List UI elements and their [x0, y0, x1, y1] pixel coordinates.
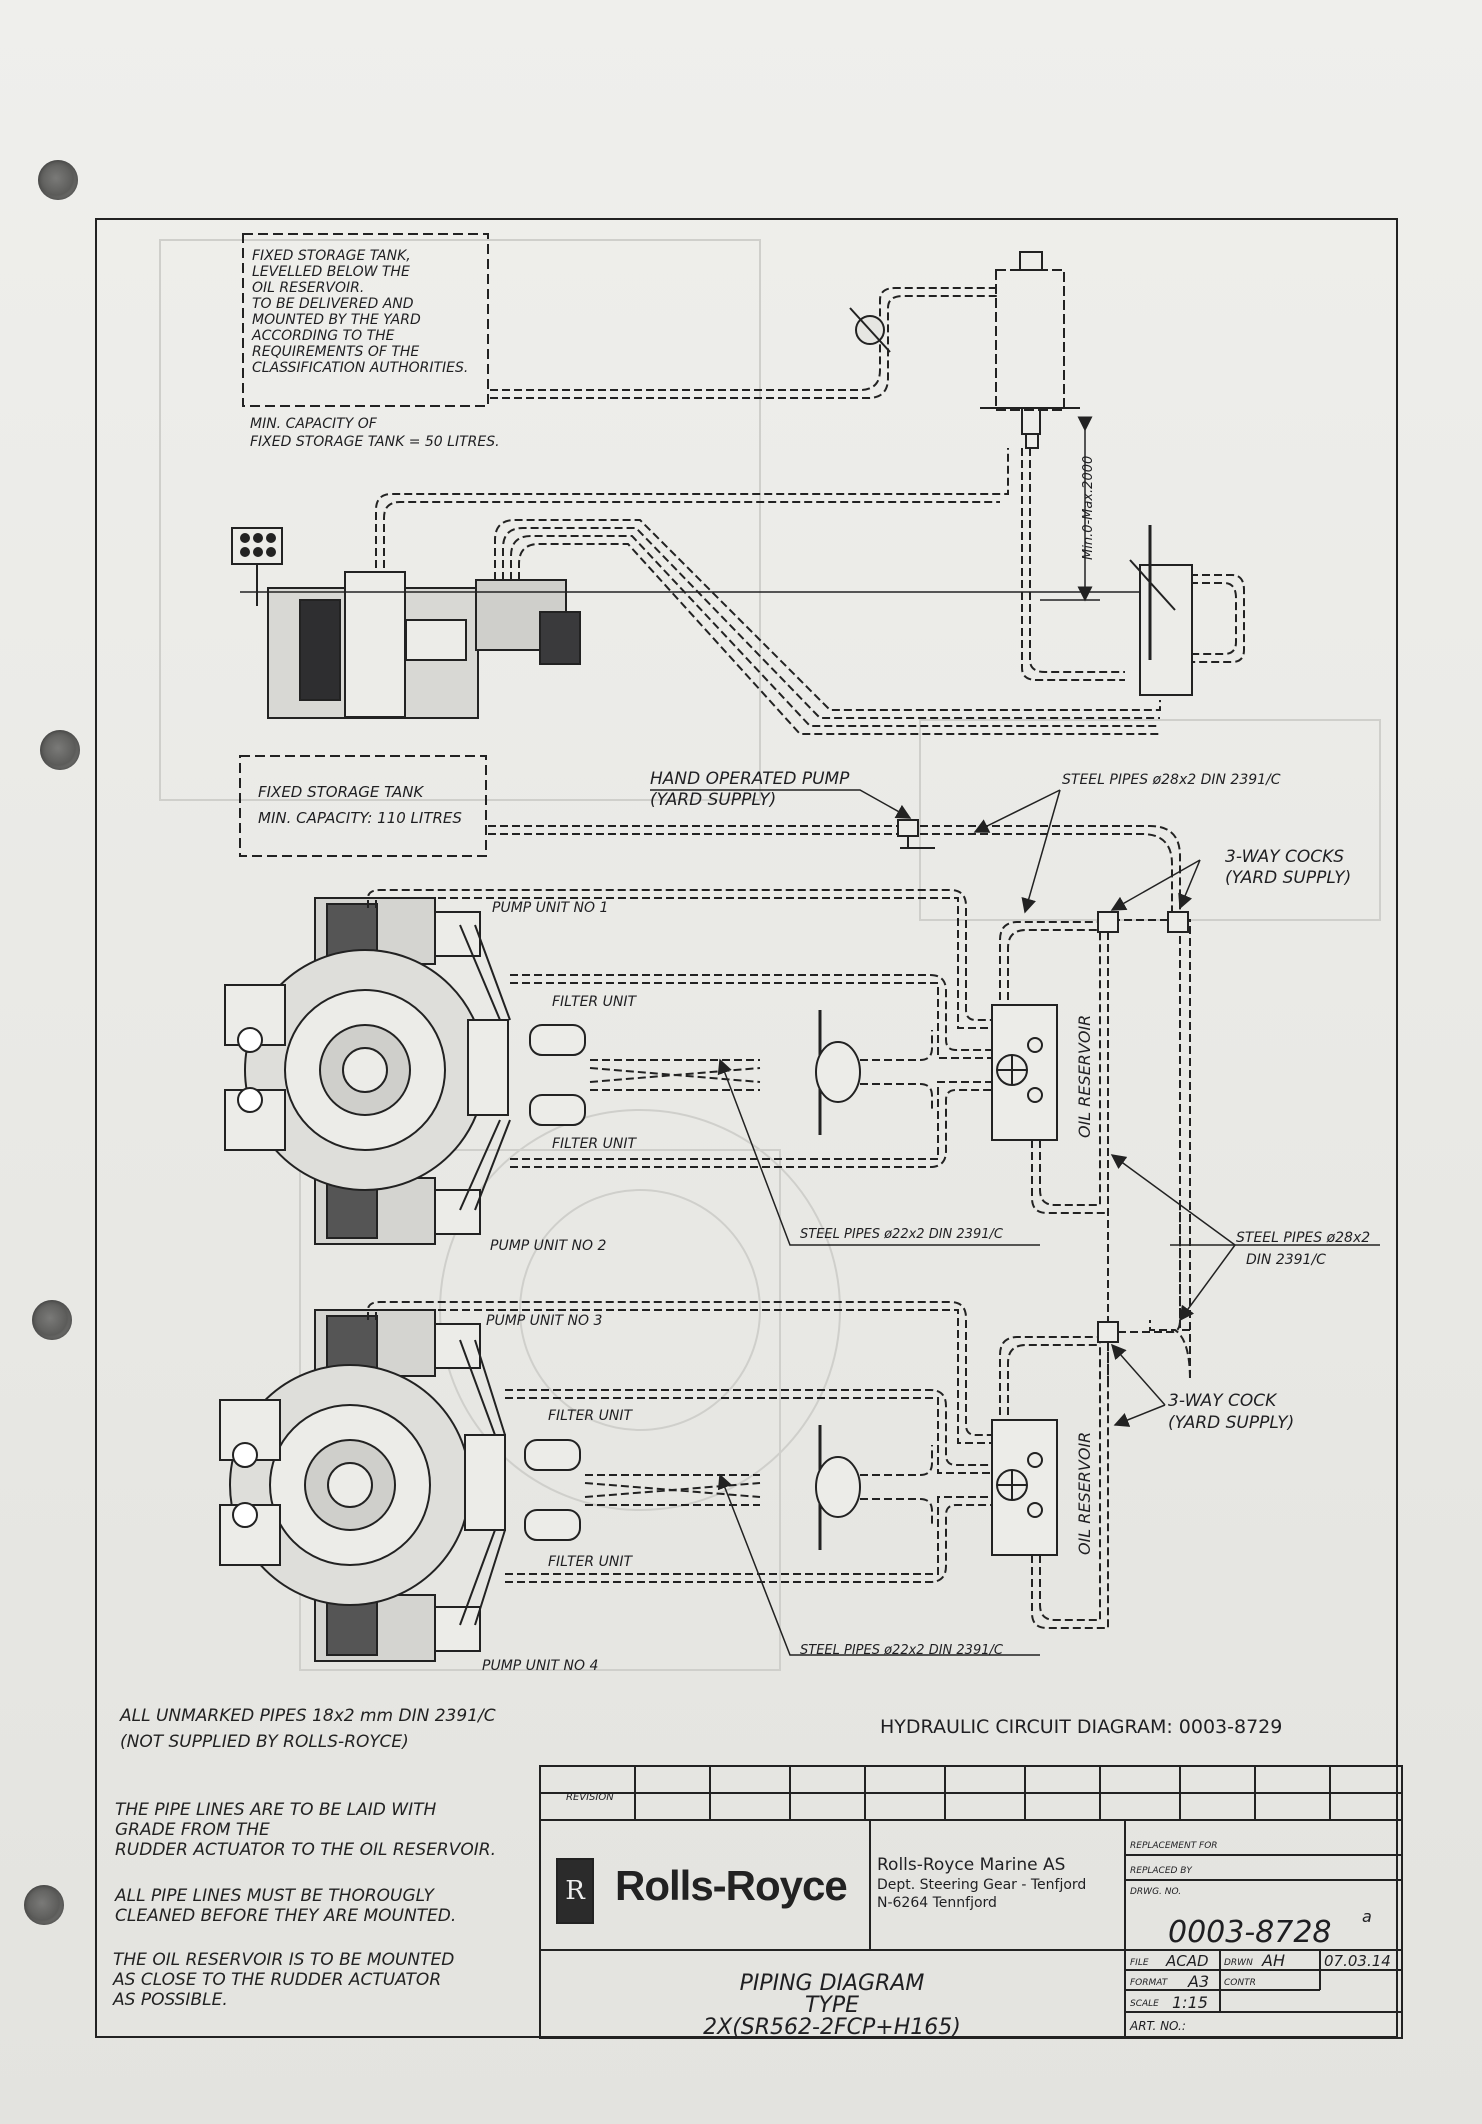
rolls-royce-badge-icon: R	[556, 1858, 594, 1924]
three-way-cocks-label: 3-WAY COCKS	[1225, 847, 1344, 867]
pump-unit-3-label: PUMP UNIT NO 3	[486, 1313, 602, 1329]
tank1-line-4: TO BE DELIVERED AND	[252, 296, 414, 312]
filter-unit-2-label: FILTER UNIT	[552, 1136, 637, 1152]
note-line: ALL UNMARKED PIPES 18x2 mm DIN 2391/C	[120, 1706, 496, 1726]
steel-pipes-28-side-1: STEEL PIPES ø28x2	[1236, 1230, 1370, 1246]
tank1-capacity-1: MIN. CAPACITY OF	[250, 416, 378, 432]
format-value: A3	[1187, 1972, 1209, 1991]
top-filter	[1129, 525, 1193, 696]
pump-3-4-pipes	[367, 1200, 1181, 1629]
oil-reservoir-2-label: OIL RESERVOIR	[1075, 1432, 1094, 1555]
company-address: N-6264 Tennfjord	[877, 1895, 997, 1911]
art-no-label: ART. NO.:	[1129, 2019, 1186, 2033]
cleaning-note: ALL PIPE LINES MUST BE THOROUGLY CLEANED…	[115, 1886, 456, 1926]
title-line-3: 2X(SR562-2FCP+H165)	[703, 2015, 961, 2040]
reservoir-note: THE OIL RESERVOIR IS TO BE MOUNTED AS CL…	[113, 1950, 454, 2010]
fixed-storage-tank-2-box	[239, 755, 487, 857]
three-way-cock-label: 3-WAY COCK	[1168, 1391, 1278, 1411]
rolls-royce-logo-text: Rolls-Royce	[615, 1862, 848, 1909]
oil-reservoir-1	[991, 1004, 1058, 1141]
note-line: CLEANED BEFORE THEY ARE MOUNTED.	[115, 1906, 457, 1926]
hand-operated-pump	[897, 819, 935, 849]
top-oil-reservoir	[980, 251, 1080, 449]
note-line: (NOT SUPPLIED BY ROLLS-ROYCE)	[120, 1732, 409, 1752]
pump-unit-4-label: PUMP UNIT NO 4	[482, 1658, 598, 1674]
punch-hole	[40, 730, 80, 770]
middle-pipes	[488, 825, 1191, 1381]
unmarked-pipes-note: ALL UNMARKED PIPES 18x2 mm DIN 2391/C (N…	[120, 1706, 496, 1752]
steel-pipes-22-label-1: STEEL PIPES ø22x2 DIN 2391/C	[800, 1227, 1004, 1242]
filter-unit-1-label: FILTER UNIT	[552, 994, 637, 1010]
scale-label: SCALE	[1130, 1999, 1159, 2009]
tank2-line-2: MIN. CAPACITY: 110 LITRES	[258, 809, 462, 827]
tank1-line-1: FIXED STORAGE TANK,	[252, 248, 411, 264]
title-line-2: TYPE	[805, 1993, 859, 2018]
note-line: THE PIPE LINES ARE TO BE LAID WITH	[115, 1800, 437, 1820]
tank1-line-3: OIL RESERVOIR.	[252, 280, 364, 296]
steel-pipes-28-top: STEEL PIPES ø28x2 DIN 2391/C	[1062, 772, 1281, 788]
tank2-line-1: FIXED STORAGE TANK	[258, 783, 424, 801]
note-line: THE OIL RESERVOIR IS TO BE MOUNTED	[113, 1950, 455, 1970]
company-dept: Dept. Steering Gear - Tenfjord	[877, 1877, 1086, 1893]
tank1-line-8: CLASSIFICATION AUTHORITIES.	[252, 360, 468, 376]
pump-assembly-1-2	[224, 897, 861, 1245]
three-way-cock-sublabel: (YARD SUPPLY)	[1168, 1413, 1294, 1433]
punch-hole	[24, 1885, 64, 1925]
pump-assembly-3-4	[219, 1309, 861, 1662]
steel-pipes-22-label-2: STEEL PIPES ø22x2 DIN 2391/C	[800, 1643, 1004, 1658]
drawing-number: 0003-8728	[1168, 1915, 1332, 1950]
steel-pipes-28-side-2: DIN 2391/C	[1246, 1252, 1326, 1268]
file-value: ACAD	[1165, 1952, 1209, 1970]
hand-pump-label: HAND OPERATED PUMP	[650, 769, 850, 789]
pump-unit-1-label: PUMP UNIT NO 1	[492, 900, 608, 916]
tank1-line-6: ACCORDING TO THE	[251, 328, 395, 344]
grade-note: THE PIPE LINES ARE TO BE LAID WITH GRADE…	[115, 1800, 496, 1860]
three-way-cocks-sublabel: (YARD SUPPLY)	[1225, 868, 1351, 888]
scale-value: 1:15	[1172, 1993, 1208, 2012]
file-label: FILE	[1130, 1958, 1149, 1968]
diagram-labels: FIXED STORAGE TANK, LEVELLED BELOW THE O…	[250, 248, 1391, 2040]
leader-lines	[650, 789, 1380, 1656]
drwg-no-label: DRWG. NO.	[1130, 1887, 1181, 1897]
revision-label: REVISION	[566, 1792, 614, 1803]
fixed-storage-tank-1-box	[242, 233, 489, 407]
punch-hole	[32, 1300, 72, 1340]
tank1-line-2: LEVELLED BELOW THE	[252, 264, 410, 280]
format-label: FORMAT	[1130, 1978, 1169, 1988]
note-line: RUDDER ACTUATOR TO THE OIL RESERVOIR.	[115, 1840, 496, 1860]
punch-hole	[38, 160, 78, 200]
pump-unit-2-label: PUMP UNIT NO 2	[490, 1238, 606, 1254]
tank1-line-5: MOUNTED BY THE YARD	[252, 312, 421, 328]
filter-unit-3-label: FILTER UNIT	[548, 1408, 633, 1424]
drwn-value: AH	[1261, 1951, 1285, 1970]
filter-unit-4-label: FILTER UNIT	[548, 1554, 633, 1570]
rudder-actuator-top	[231, 527, 1140, 719]
pump-1-2-pipes	[367, 889, 1108, 1214]
hand-pump-sublabel: (YARD SUPPLY)	[650, 790, 776, 810]
note-line: AS POSSIBLE.	[113, 1990, 228, 2010]
three-way-cock-1	[1097, 911, 1189, 1343]
note-line: ALL PIPE LINES MUST BE THOROUGLY	[115, 1886, 434, 1906]
title-line-1: PIPING DIAGRAM	[740, 1971, 925, 1996]
replaced-by-label: REPLACED BY	[1130, 1866, 1193, 1876]
top-pipes	[375, 287, 1245, 735]
tank1-capacity-2: FIXED STORAGE TANK = 50 LITRES.	[250, 434, 500, 450]
drwn-label: DRWN	[1224, 1958, 1253, 1968]
drawing-suffix: a	[1362, 1907, 1372, 1926]
replacement-for-label: REPLACEMENT FOR	[1130, 1841, 1218, 1851]
oil-reservoir-1-label: OIL RESERVOIR	[1075, 1015, 1094, 1138]
hydraulic-circuit-reference: HYDRAULIC CIRCUIT DIAGRAM: 0003-8729	[880, 1716, 1282, 1738]
oil-reservoir-2	[991, 1419, 1058, 1556]
company-name: Rolls-Royce Marine AS	[877, 1855, 1065, 1875]
note-line: AS CLOSE TO THE RUDDER ACTUATOR	[113, 1970, 442, 1990]
contr-label: CONTR	[1224, 1978, 1256, 1988]
title-block-grid	[539, 1765, 1403, 2039]
date-value: 07.03.14	[1324, 1952, 1391, 1970]
min-max-label: Min.0-Max.2000	[1081, 456, 1096, 560]
tank1-line-7: REQUIREMENTS OF THE	[252, 344, 419, 360]
note-line: GRADE FROM THE	[115, 1820, 270, 1840]
top-valve	[849, 307, 891, 353]
